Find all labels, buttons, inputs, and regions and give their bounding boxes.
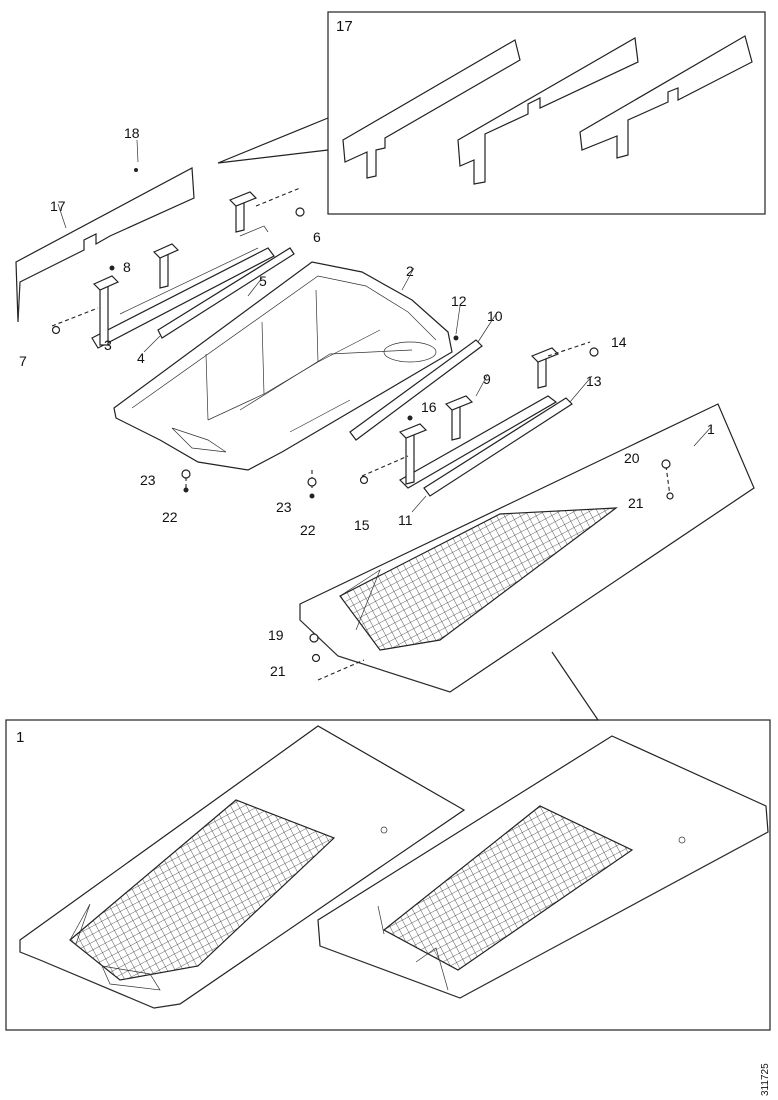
part-2-floor-frame <box>113 261 453 471</box>
detail-pointer <box>217 117 329 164</box>
leader-lines <box>57 139 713 513</box>
label-part-23-right: 23 <box>276 499 292 515</box>
part-3-crossbar <box>91 247 275 349</box>
part-10-rail <box>349 339 483 441</box>
label-part-3: 3 <box>104 337 112 353</box>
detail-box-top-label: 17 <box>336 18 353 35</box>
detail-box-frame <box>327 11 766 215</box>
label-part-1: 1 <box>707 421 715 437</box>
label-part-5: 5 <box>259 273 267 289</box>
label-part-20: 20 <box>624 450 640 466</box>
panel-variant-1 <box>342 39 521 179</box>
main-assembly <box>15 167 755 693</box>
label-part-6: 6 <box>313 229 321 245</box>
label-part-15: 15 <box>354 517 370 533</box>
label-part-8: 8 <box>123 259 131 275</box>
label-part-23-left: 23 <box>140 472 156 488</box>
panel-variant-2 <box>457 37 639 185</box>
part-9-crossbar <box>399 395 558 489</box>
label-part-22-left: 22 <box>162 509 178 525</box>
label-part-17: 17 <box>50 198 66 214</box>
detail-box-floor: 1 <box>5 651 771 1031</box>
detail-box-bottom-label: 1 <box>16 729 24 746</box>
panel-variant-3 <box>579 35 753 159</box>
label-part-22-right: 22 <box>300 522 316 538</box>
label-part-19: 19 <box>268 627 284 643</box>
label-part-11: 11 <box>398 512 413 528</box>
label-part-18: 18 <box>124 125 140 141</box>
part-labels: 1 2 3 4 5 6 7 8 9 10 11 12 13 14 15 16 1… <box>19 125 715 679</box>
label-part-21-left: 21 <box>270 663 286 679</box>
part-11-bar <box>423 397 573 497</box>
label-part-16: 16 <box>421 399 437 415</box>
figure-id: 311725 <box>760 1063 771 1096</box>
detail-box-frame-floor <box>5 719 771 1031</box>
label-part-13: 13 <box>586 373 602 389</box>
label-part-7: 7 <box>19 353 27 369</box>
label-part-4: 4 <box>137 350 145 366</box>
label-part-9: 9 <box>483 371 491 387</box>
label-part-21-right: 21 <box>628 495 644 511</box>
label-part-2: 2 <box>406 263 414 279</box>
detail-box-panels: 17 <box>217 11 766 215</box>
label-part-14: 14 <box>611 334 627 350</box>
part-4-rail <box>157 247 295 339</box>
label-part-12: 12 <box>451 293 467 309</box>
detail-pointer-floor <box>551 651 600 721</box>
